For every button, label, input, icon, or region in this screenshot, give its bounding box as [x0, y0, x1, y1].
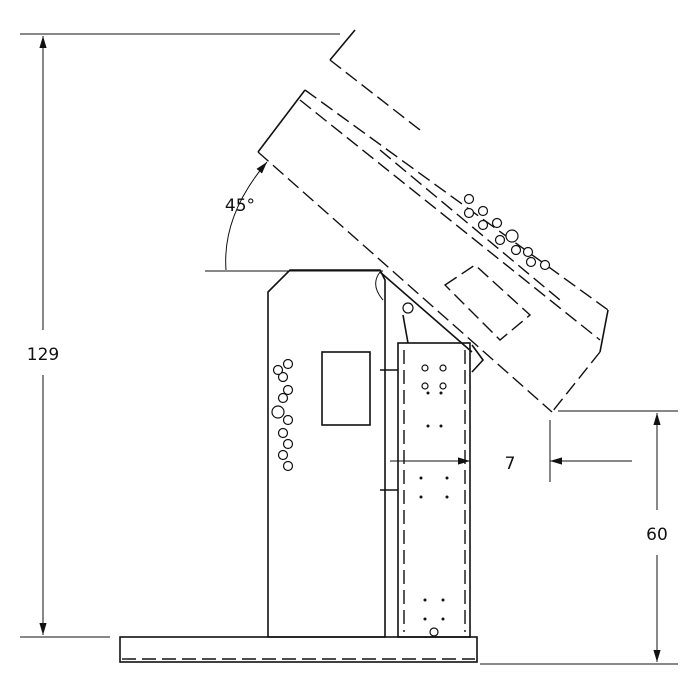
hopper-bolt-pattern: [463, 193, 551, 271]
overhang-dimension: 7: [390, 420, 632, 482]
discharge-height-dimension: 60: [480, 410, 678, 665]
main-column: [267, 269, 414, 638]
tilted-hopper: [257, 29, 609, 413]
discharge-height-label: 60: [646, 525, 668, 545]
base-plate: [119, 636, 478, 663]
lift-channel: [397, 342, 485, 638]
column-bolt-pattern: [271, 358, 294, 472]
overhang-label: 7: [505, 454, 516, 474]
overall-height-label: 129: [27, 345, 59, 365]
overall-height-dimension: 129: [20, 33, 340, 638]
tilt-angle-dimension: 45°: [205, 161, 383, 272]
tilt-angle-label: 45°: [225, 196, 255, 216]
